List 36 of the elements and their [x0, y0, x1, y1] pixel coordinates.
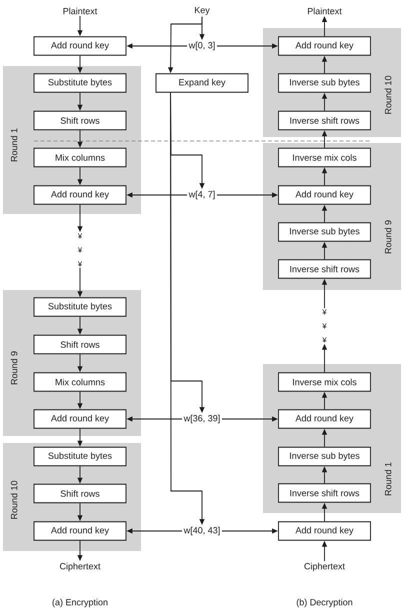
process-box: Inverse sub bytes [278, 73, 371, 93]
process-box: Inverse sub bytes [278, 222, 371, 242]
process-box: Shift rows [34, 484, 126, 504]
process-box: Add round key [278, 409, 371, 429]
text-label: Key [194, 6, 210, 16]
process-box: Inverse sub bytes [278, 446, 371, 466]
key-label: w[40, 43] [184, 526, 220, 536]
process-box: Shift rows [34, 110, 126, 130]
process-box: Add round key [34, 185, 126, 205]
process-box: Inverse shift rows [278, 259, 371, 279]
process-box: Inverse mix cols [278, 148, 371, 168]
process-box: Substitute bytes [34, 297, 126, 317]
process-box: Add round key [278, 36, 371, 56]
process-box: Inverse mix cols [278, 372, 371, 392]
text-label: Plaintext [308, 8, 342, 14]
process-box: Expand key [156, 73, 248, 93]
process-box: Substitute bytes [34, 73, 126, 93]
caption: (b) Decryption [296, 598, 352, 608]
caption: (a) Encryption [52, 598, 108, 608]
process-box: Mix columns [34, 148, 126, 168]
process-box: Add round key [34, 409, 126, 429]
process-box: Add round key [278, 521, 371, 541]
process-box: Shift rows [34, 334, 126, 354]
process-box: Add round key [278, 185, 371, 205]
text-label: Ciphertext [60, 562, 100, 572]
process-box: Add round key [34, 521, 126, 541]
process-box: Add round key [34, 36, 126, 56]
key-label: w[36, 39] [184, 414, 220, 424]
key-label: w[0, 3] [188, 42, 215, 50]
process-box: Inverse shift rows [278, 483, 371, 503]
process-box: Substitute bytes [34, 446, 126, 466]
text-label: Plaintext [63, 8, 98, 14]
key-label: w[4, 7] [188, 190, 215, 200]
process-box: Mix columns [34, 372, 126, 392]
text-label: Ciphertext [304, 562, 345, 572]
process-box: Inverse shift rows [278, 110, 371, 130]
